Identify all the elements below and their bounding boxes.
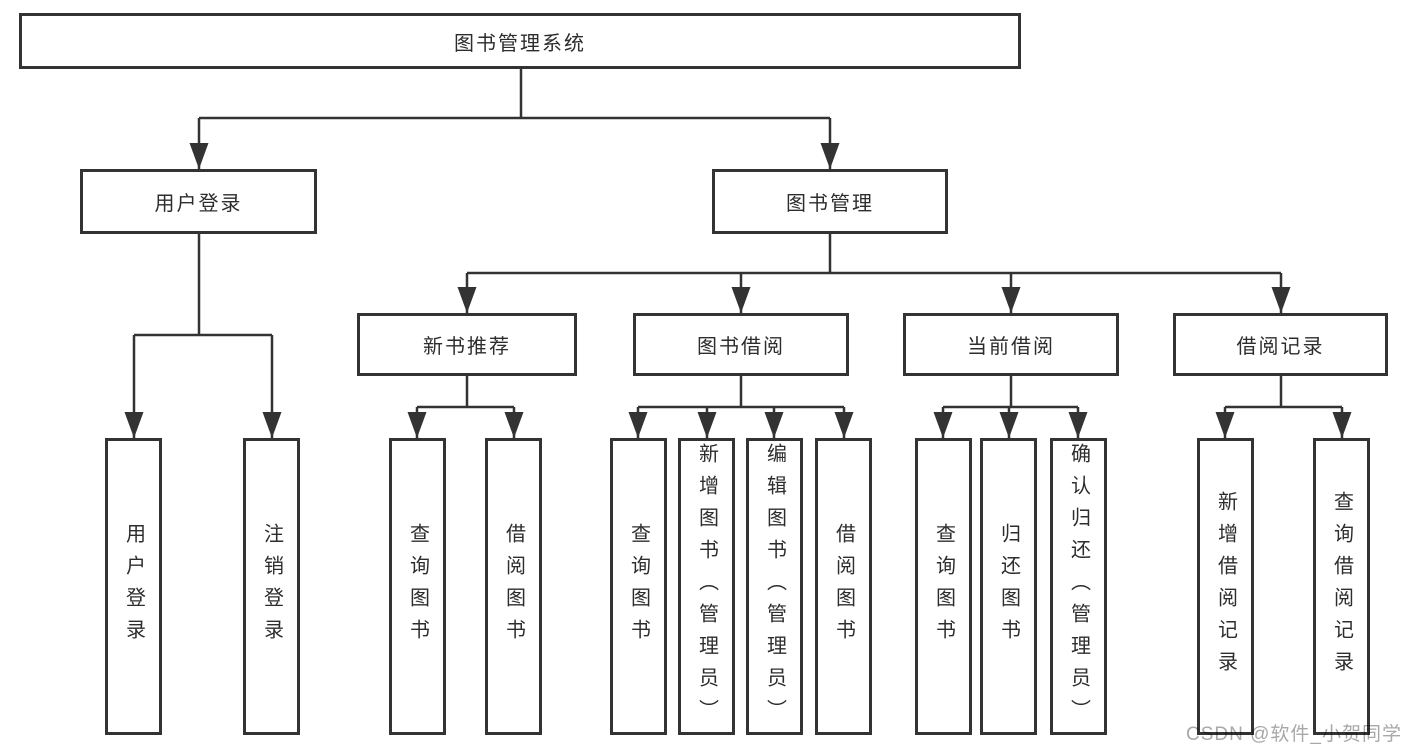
leaf-edit-books-admin-label: 编辑图书（管理员） xyxy=(763,442,786,731)
leaf-add-borrow-record-label: 新增借阅记录 xyxy=(1214,490,1237,683)
connectors-new-book-recommend xyxy=(407,376,524,438)
leaf-query-books-borrowing: 查询图书 xyxy=(610,438,667,735)
leaf-borrow-books-recommend: 借阅图书 xyxy=(485,438,542,735)
node-book-borrowing: 图书借阅 xyxy=(633,313,849,376)
leaf-add-books-admin-label: 新增图书（管理员） xyxy=(695,442,718,731)
node-new-book-recommend: 新书推荐 xyxy=(357,313,577,376)
leaf-confirm-return-admin: 确认归还（管理员） xyxy=(1050,438,1107,735)
connectors-root xyxy=(189,68,840,169)
leaf-borrow-books: 借阅图书 xyxy=(815,438,872,735)
connectors-current-borrowing xyxy=(933,376,1088,438)
leaf-return-books: 归还图书 xyxy=(980,438,1037,735)
connectors-user-login xyxy=(124,233,282,438)
leaf-user-login: 用户登录 xyxy=(105,438,162,735)
leaf-query-books-current-label: 查询图书 xyxy=(932,522,955,651)
leaf-borrow-books-label: 借阅图书 xyxy=(832,522,855,651)
leaf-confirm-return-admin-label: 确认归还（管理员） xyxy=(1067,442,1090,731)
leaf-query-borrow-record-label: 查询借阅记录 xyxy=(1330,490,1353,683)
leaf-logout-label: 注销登录 xyxy=(260,522,283,651)
leaf-edit-books-admin: 编辑图书（管理员） xyxy=(746,438,803,735)
leaf-add-books-admin: 新增图书（管理员） xyxy=(678,438,735,735)
leaf-user-login-label: 用户登录 xyxy=(122,522,145,651)
node-current-borrowing: 当前借阅 xyxy=(903,313,1119,376)
leaf-query-books-recommend-label: 查询图书 xyxy=(406,522,429,651)
leaf-logout: 注销登录 xyxy=(243,438,300,735)
leaf-query-books-recommend: 查询图书 xyxy=(389,438,446,735)
leaf-query-books-borrowing-label: 查询图书 xyxy=(627,522,650,651)
connectors-book-management xyxy=(457,233,1291,313)
node-borrow-records: 借阅记录 xyxy=(1173,313,1388,376)
node-book-management: 图书管理 xyxy=(712,169,948,234)
leaf-return-books-label: 归还图书 xyxy=(997,522,1020,651)
leaf-query-books-current: 查询图书 xyxy=(915,438,972,735)
node-user-login: 用户登录 xyxy=(80,169,317,234)
node-library-management-system: 图书管理系统 xyxy=(19,13,1021,69)
leaf-add-borrow-record: 新增借阅记录 xyxy=(1197,438,1254,735)
leaf-borrow-books-recommend-label: 借阅图书 xyxy=(502,522,525,651)
csdn-watermark: CSDN @软件_小贺同学 xyxy=(1186,724,1402,745)
leaf-query-borrow-record: 查询借阅记录 xyxy=(1313,438,1370,735)
connectors-borrow-records xyxy=(1215,376,1352,438)
connectors-book-borrowing xyxy=(628,376,854,438)
